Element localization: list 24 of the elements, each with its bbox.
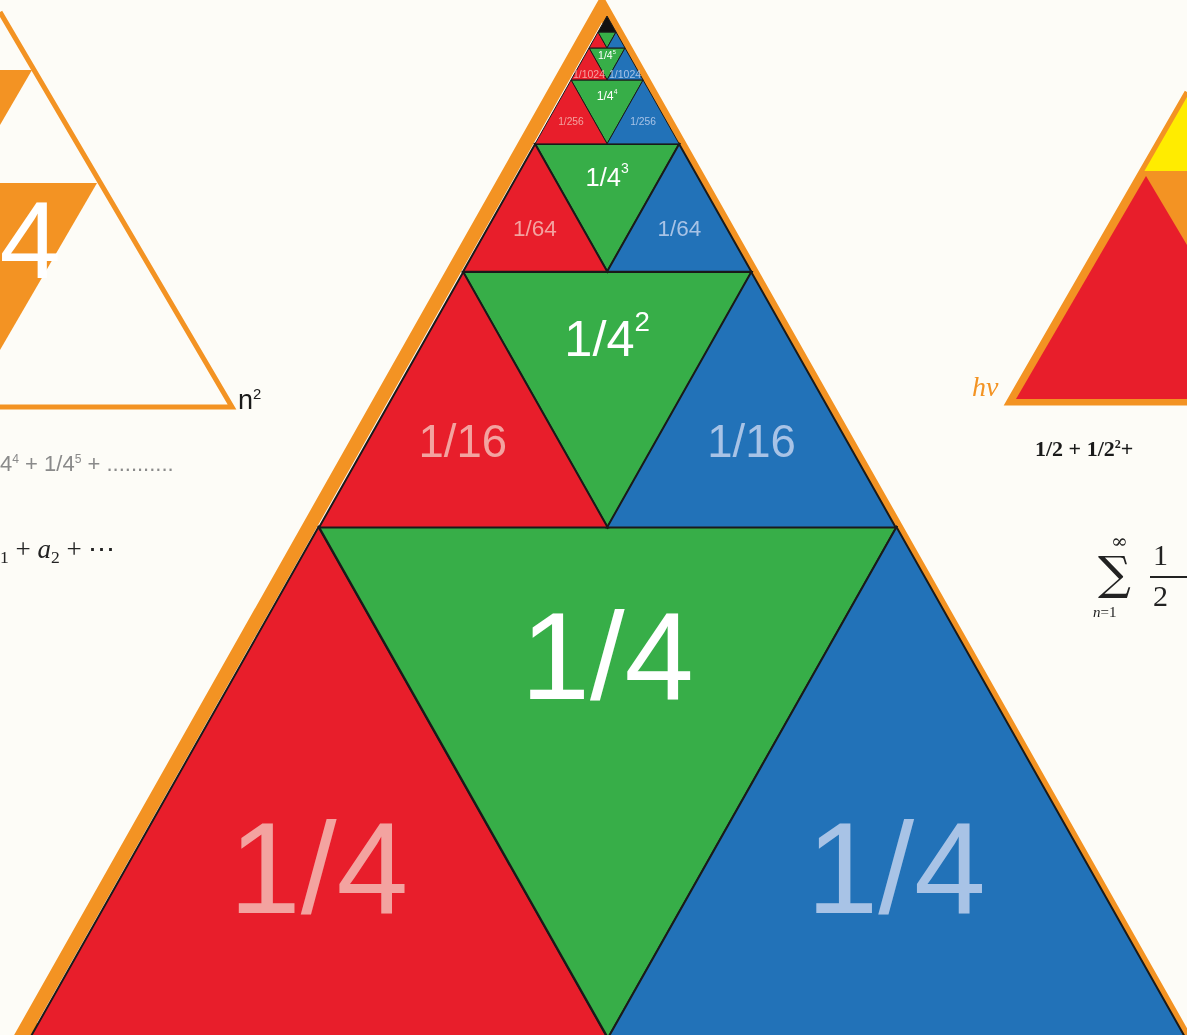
math-text: $_{1}$ + a$_{2}$ + ⋯ [0,535,116,568]
fraction-label: 1/4$^{2}$ [564,308,650,365]
formula-text: 2 [1153,579,1168,612]
fraction-label: 1/4 [229,803,409,933]
math-text: hν [972,372,999,403]
fraction-label: 1/1024 [609,68,642,80]
math-text: n$^{2}$ [238,386,262,417]
fraction-label: 1/4$^{3}$ [585,161,629,191]
fraction-label: 1/4$^{4}$ [596,89,618,103]
math-text: 1/2 + 1/2$^{2}$+ [1035,437,1134,462]
fraction-label: 1/4 [520,594,694,719]
fraction-label: 1/16 [707,419,796,465]
fraction-label: 1/4 [806,803,986,933]
fraction-label: 1/16 [418,419,508,465]
fraction-label: 4 [0,185,61,295]
fraction-label: 1/64 [513,217,557,241]
formula-text: n=1 [1093,604,1117,621]
math-text: 4$^{4}$ + 1/4$^{5}$ + ........... [0,452,174,477]
formula-text: 1 [1153,538,1168,571]
fraction-label: 1/1024 [572,68,606,80]
fraction-label: 1/256 [558,117,584,128]
fraction-label: 1/64 [657,217,702,241]
fraction-label: 1/256 [630,117,656,128]
fraction-label: 1/4$^{5}$ [598,49,616,61]
